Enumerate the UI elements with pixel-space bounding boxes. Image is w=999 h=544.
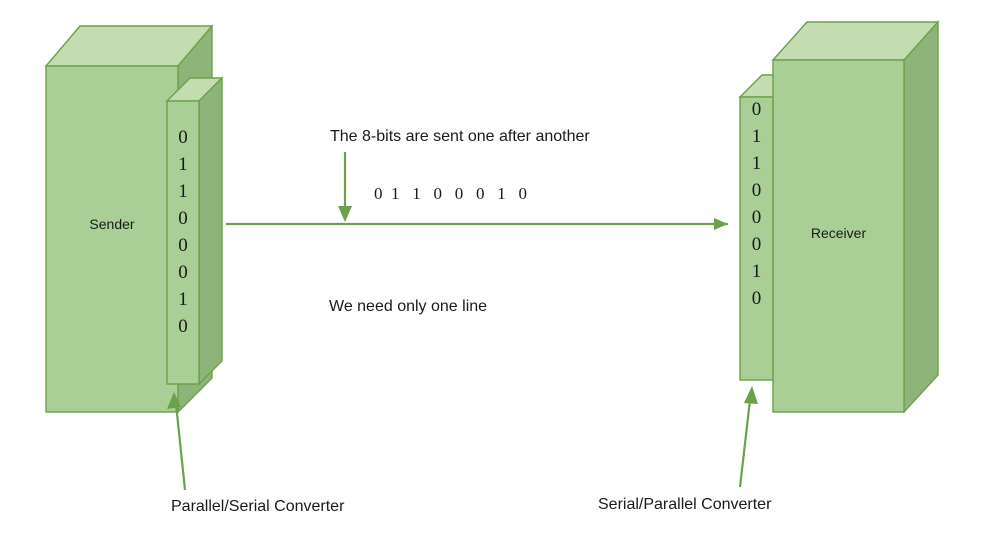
receiver-bit-2: 1 [751,153,762,174]
receiver-bit-4: 0 [751,207,762,228]
receiver-label: Receiver [810,225,867,241]
sender-bit-1: 1 [178,154,188,175]
bitstream-text: 0 1 1 0 0 0 1 0 [374,184,527,203]
transmission-line[interactable] [226,218,728,230]
sender-slab-side-face [198,76,223,386]
receiver-bit-column: 0 1 1 0 0 0 1 0 [740,96,773,312]
sender-bit-4: 0 [178,235,188,256]
sender-bit-3: 0 [178,208,188,229]
receiver-bit-5: 0 [751,234,762,255]
receiver-front-face [772,59,905,413]
receiver-bit-0: 0 [751,99,762,120]
receiver-slab-front-face [739,96,774,381]
sender-converter-label: Parallel/Serial Converter [171,498,345,515]
sender-bit-5: 0 [178,262,188,283]
receiver-side-face [903,20,939,414]
sender-bit-2: 1 [178,181,188,202]
top-note-text: The 8-bits are sent one after another [330,128,590,145]
sender-converter-arrow [167,392,187,491]
sender-front-face [45,65,179,413]
sender-bit-7: 0 [178,316,188,337]
bottom-note-text: We need only one line [329,298,488,315]
sender-label: Sender [89,216,135,232]
receiver-bit-3: 0 [751,180,762,201]
sender-converter-slab[interactable] [165,76,224,386]
receiver-bit-1: 1 [751,126,762,147]
receiver-block[interactable] [771,20,940,414]
top-note-arrow [338,152,352,222]
receiver-converter-slab[interactable] [738,74,797,381]
sender-bit-0: 0 [178,127,188,148]
receiver-converter-label: Serial/Parallel Converter [598,496,772,513]
sender-slab-front-face [166,100,200,385]
receiver-converter-arrow [738,386,758,488]
receiver-bit-6: 1 [751,261,762,282]
receiver-bit-7: 0 [751,288,762,309]
transmission-line-arrowhead [714,218,728,230]
sender-bit-column: 0 1 1 0 0 0 1 0 [167,124,199,340]
sender-bit-6: 1 [178,289,188,310]
